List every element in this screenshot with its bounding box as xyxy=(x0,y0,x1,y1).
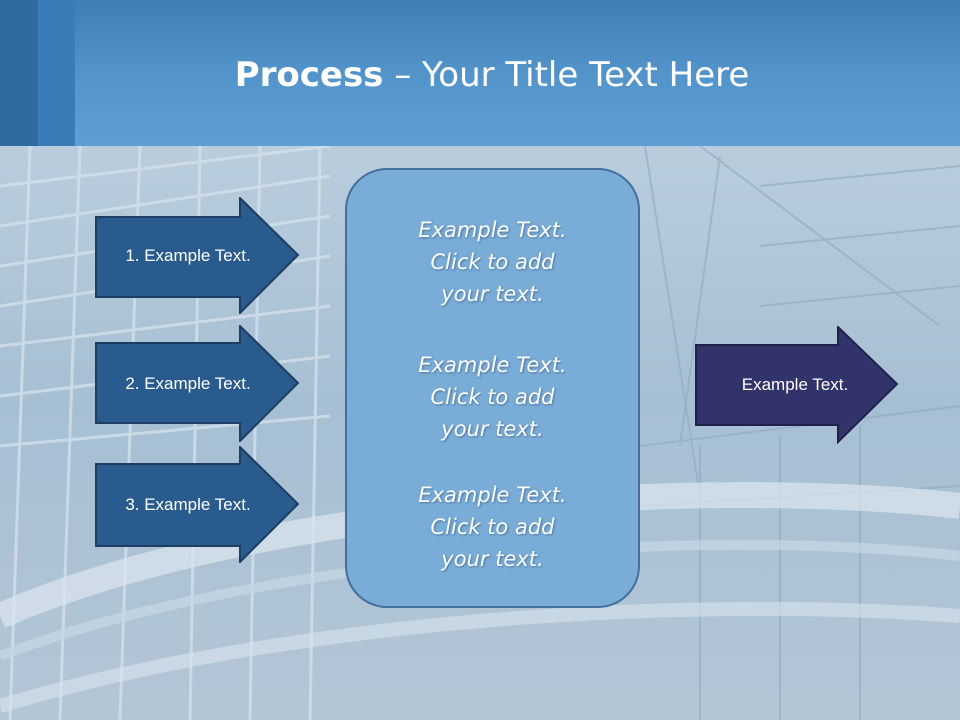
step-arrow-2[interactable]: 2. Example Text. xyxy=(95,325,300,442)
center-text-block[interactable]: Example Text. Click to add your text. xyxy=(418,483,567,571)
header-accent-stripe xyxy=(38,0,75,146)
title-rest: – Your Title Text Here xyxy=(383,55,750,95)
result-arrow[interactable]: Example Text. xyxy=(695,326,900,444)
header-accent-stripe xyxy=(0,0,38,146)
right-arrow-icon xyxy=(95,446,300,563)
step-arrow-label: 1. Example Text. xyxy=(125,245,251,265)
center-text-block[interactable]: Example Text. Click to add your text. xyxy=(418,353,567,441)
step-arrow-label: 2. Example Text. xyxy=(125,373,251,393)
center-content-box[interactable]: Example Text. Click to add your text. Ex… xyxy=(345,168,640,608)
right-arrow-icon xyxy=(95,325,300,442)
slide-title[interactable]: Process – Your Title Text Here xyxy=(0,52,960,98)
step-arrow-1[interactable]: 1. Example Text. xyxy=(95,197,300,314)
step-arrow-label: 3. Example Text. xyxy=(125,494,251,514)
right-arrow-icon xyxy=(695,326,899,444)
center-text-block[interactable]: Example Text. Click to add your text. xyxy=(418,218,567,306)
right-arrow-icon xyxy=(95,197,300,314)
title-bold: Process xyxy=(234,55,384,95)
result-arrow-label: Example Text. xyxy=(741,375,849,394)
step-arrow-3[interactable]: 3. Example Text. xyxy=(95,446,300,563)
title-header-band xyxy=(0,0,960,146)
